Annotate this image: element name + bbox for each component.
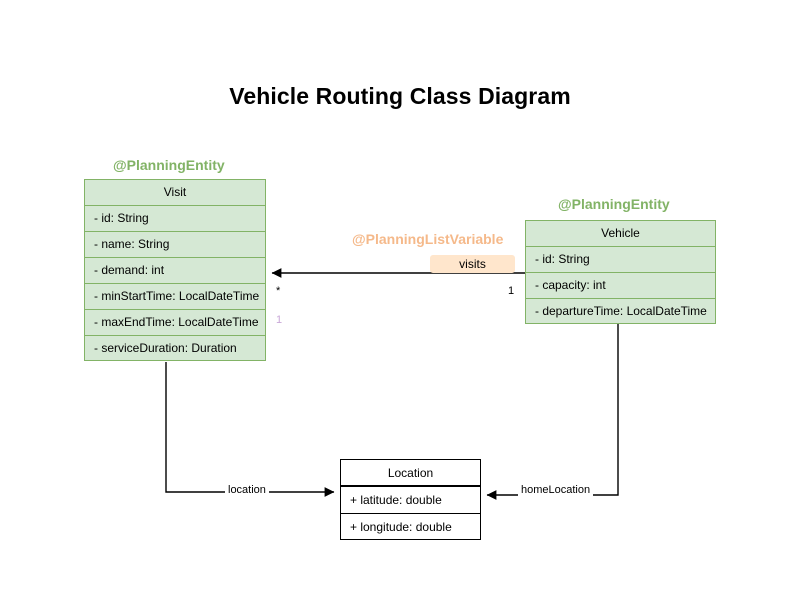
edge-label-home-location: homeLocation <box>518 484 594 496</box>
edge-badge-visits[interactable]: visits <box>430 255 515 273</box>
class-attribute: - maxEndTime: LocalDateTime <box>84 309 266 335</box>
multiplicity-visit-side: * <box>276 285 281 297</box>
edge-vehicle-home-location <box>486 322 619 500</box>
class-attribute: - departureTime: LocalDateTime <box>525 298 716 324</box>
class-name-vehicle: Vehicle <box>525 220 716 246</box>
class-attribute: - id: String <box>525 246 716 272</box>
class-attribute: + longitude: double <box>340 513 481 540</box>
class-attribute: + latitude: double <box>340 486 481 513</box>
class-box-vehicle[interactable]: Vehicle - id: String - capacity: int - d… <box>525 220 716 324</box>
page-title: Vehicle Routing Class Diagram <box>229 83 571 109</box>
class-attribute: - name: String <box>84 231 266 257</box>
class-name-visit: Visit <box>84 179 266 205</box>
class-box-location[interactable]: Location + latitude: double + longitude:… <box>340 459 481 540</box>
class-attribute: - serviceDuration: Duration <box>84 335 266 361</box>
edge-label-location: location <box>225 484 269 496</box>
edge-visit-location <box>165 362 335 497</box>
class-attribute: - minStartTime: LocalDateTime <box>84 283 266 309</box>
multiplicity-vehicle-side: 1 <box>508 285 515 297</box>
stereotype-planning-list-variable: @PlanningListVariable <box>352 231 504 247</box>
class-attribute: - demand: int <box>84 257 266 283</box>
multiplicity-visit-location-side: 1 <box>276 314 283 326</box>
stereotype-visit-planning-entity: @PlanningEntity <box>113 157 225 173</box>
class-name-location: Location <box>340 459 481 486</box>
stereotype-vehicle-planning-entity: @PlanningEntity <box>558 196 670 212</box>
class-box-visit[interactable]: Visit - id: String - name: String - dema… <box>84 179 266 361</box>
class-attribute: - capacity: int <box>525 272 716 298</box>
class-attribute: - id: String <box>84 205 266 231</box>
